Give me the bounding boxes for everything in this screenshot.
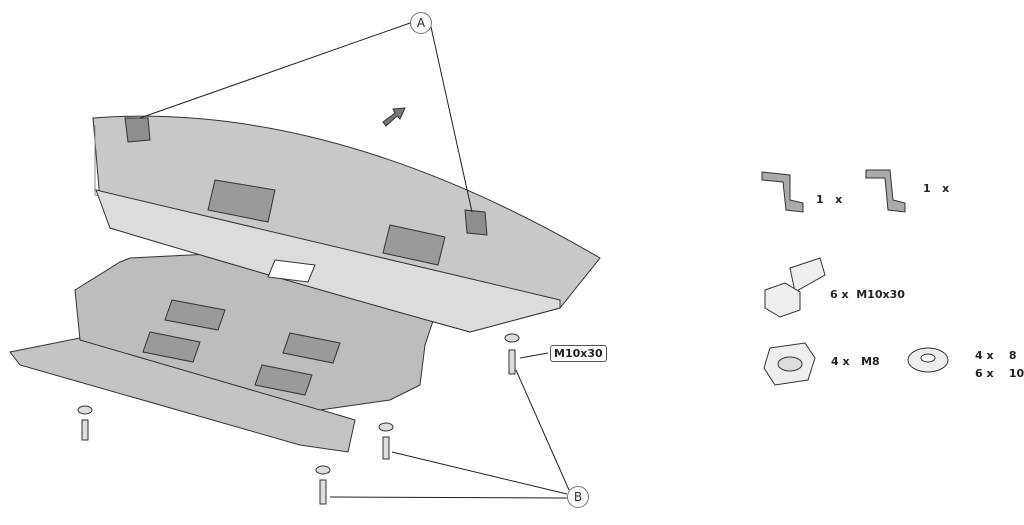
washer <box>504 333 520 343</box>
bracket-right-icon <box>865 169 906 213</box>
part-qty-washer-10: 6 x 10 <box>975 367 1024 380</box>
vent-window <box>142 331 201 363</box>
bolt <box>81 419 89 441</box>
front-direction-arrow-icon <box>382 107 406 127</box>
bolt <box>508 349 516 375</box>
callout-a: A <box>410 12 432 34</box>
part-qty-bracket-left: 1 x <box>816 193 843 206</box>
callout-b: B <box>567 486 589 508</box>
bracket-a-right <box>464 209 488 236</box>
part-qty-bracket-right: 1 x <box>923 182 950 195</box>
washer <box>77 405 93 415</box>
vent-window <box>207 179 276 223</box>
bracket-left-icon <box>761 171 804 213</box>
washer <box>315 465 331 475</box>
washer <box>378 422 394 432</box>
part-qty-nut: 4 x M8 <box>831 355 880 368</box>
part-qty-washer-8: 4 x 8 <box>975 349 1017 362</box>
part-qty-bolt: 6 x M10x30 <box>830 288 905 301</box>
vent-window <box>254 364 313 396</box>
bolt-icon <box>764 257 826 318</box>
vent-window <box>164 299 226 331</box>
bracket-a-left <box>124 117 151 143</box>
center-cutout <box>267 259 316 283</box>
bolt <box>382 436 390 460</box>
bolt <box>319 479 327 505</box>
vent-window <box>382 224 446 266</box>
vent-window <box>282 332 341 364</box>
bolt-size-callout: M10x30 <box>550 345 607 362</box>
